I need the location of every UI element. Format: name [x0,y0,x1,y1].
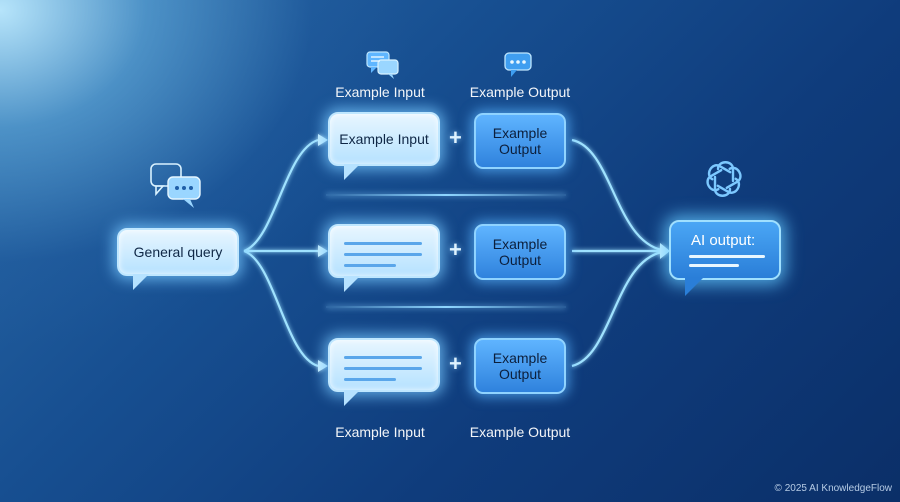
connector-to-row1 [243,138,319,253]
general-query-bubble: General query [117,228,239,290]
ai-output-box: AI output: [669,220,781,296]
example-output-line1-row1: Example [492,125,548,141]
example-output-line2-row2: Output [498,252,542,268]
ai-output-line-2 [689,264,739,267]
footer-example-output: Example Output [469,424,571,440]
connector-from-row3 [571,250,663,368]
example-input-bubble-row2 [328,224,440,292]
footer-example-input: Example Input [335,424,425,440]
chat-bubbles-icon [150,163,202,211]
speech-bubbles-icon-top-left [366,50,400,80]
plus-row1: + [449,125,462,150]
header-example-output: Example Output [469,84,571,100]
speech-bubble-icon-top-right [504,52,532,78]
arrowhead-row2 [318,245,328,257]
plus-row2: + [449,237,462,262]
example-output-line1-row2: Example [492,236,548,252]
example-output-box-row2: Example Output [474,224,566,280]
openai-logo-icon [701,156,747,202]
example-output-line2-row1: Output [498,141,542,157]
example-output-line1-row3: Example [492,350,548,366]
ai-output-line-1 [689,255,765,258]
example-input-label-row1: Example Input [339,131,429,147]
connector-to-row3 [243,249,319,368]
copyright-text: © 2025 AI KnowledgeFlow [774,483,892,494]
example-input-bubble-row3 [328,338,440,406]
general-query-label: General query [133,244,223,260]
arrowhead-row3 [318,360,328,372]
example-input-bubble-row1: Example Input [328,112,440,180]
divider-1 [326,194,566,196]
connector-from-row1 [571,138,663,252]
ai-output-label: AI output: [691,232,756,249]
plus-row3: + [449,351,462,376]
example-output-box-row3: Example Output [474,338,566,394]
example-output-line2-row3: Output [498,366,542,382]
divider-2 [326,306,566,308]
example-output-box-row1: Example Output [474,113,566,169]
arrowhead-ai [660,243,670,259]
header-example-input: Example Input [335,84,425,100]
arrowhead-row1 [318,134,328,146]
